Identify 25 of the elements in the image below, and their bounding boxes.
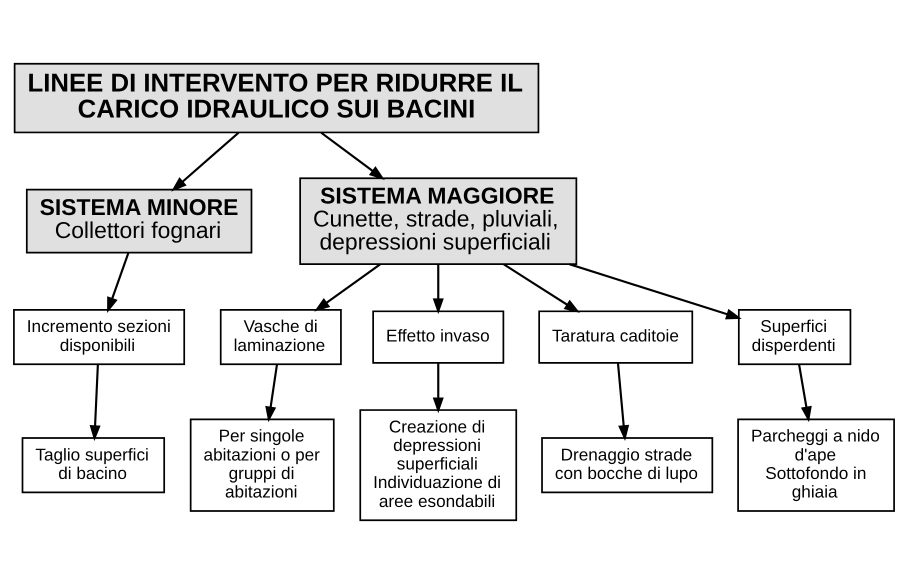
arrow (798, 364, 812, 422)
node-box: Drenaggio strade con bocche di lupo (541, 436, 714, 493)
arrow (265, 364, 278, 422)
arrow (314, 263, 381, 312)
node-box: Per singole abitazioni o per gruppi di abitazioni (190, 418, 335, 512)
arrow (432, 362, 444, 413)
node-box: Taratura caditoie (538, 310, 694, 364)
node-box: Incremento sezioni disponibili (13, 308, 186, 365)
node-box: SISTEMA MAGGIORE Cunette, strade, pluviali, depressioni superficiali (299, 176, 578, 264)
node-box: LINEE DI INTERVENTO PER RIDURRE IL CARICO IDRAULICO SUI BACINI (14, 62, 540, 133)
arrow (320, 131, 385, 180)
arrow (90, 364, 101, 441)
node-box: Parcheggi a nido d'ape Sottofondo in ghiaia (737, 418, 895, 512)
arrow (107, 252, 130, 312)
node-box: Superfici disperdenti (738, 308, 852, 365)
arrow (432, 264, 444, 314)
node-box: Creazione di depressioni superficiali Individuazione di aree esondabili (359, 408, 518, 521)
node-box: Taglio superfici di bacino (22, 436, 166, 493)
node-box: SISTEMA MINORE Collettori fognari (26, 188, 252, 253)
arrow (616, 362, 630, 440)
arrow (171, 131, 240, 192)
arrow (569, 262, 742, 319)
node-box: Effetto invaso (372, 310, 504, 364)
node-box: Vasche di laminazione (220, 308, 342, 365)
arrow (503, 262, 580, 312)
